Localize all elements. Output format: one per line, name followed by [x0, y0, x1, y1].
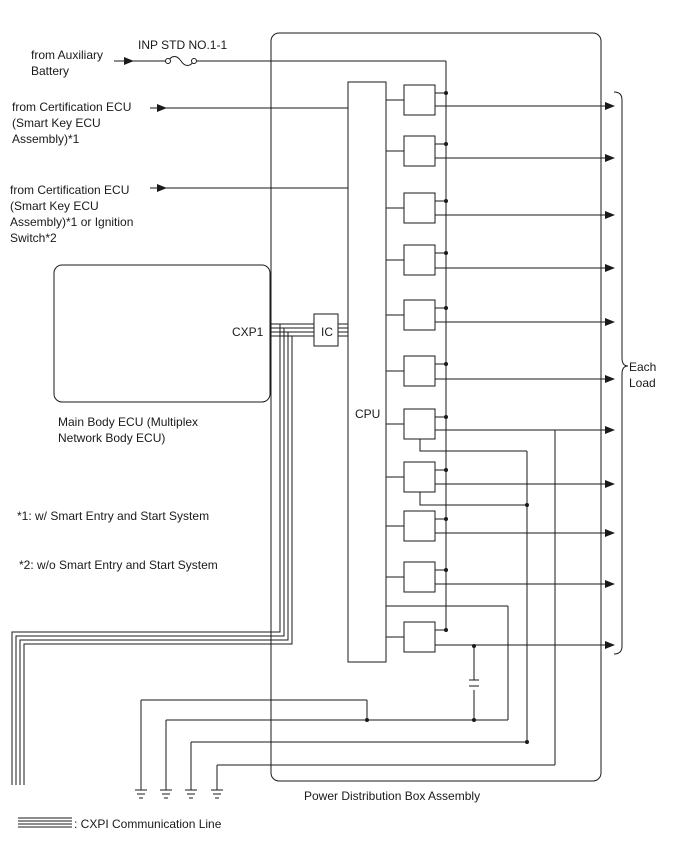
switch-element [386, 135, 446, 167]
switch-element [386, 192, 446, 224]
switch-element [386, 621, 446, 653]
cpu-label: CPU [355, 407, 381, 421]
junction-dot [525, 503, 529, 507]
junction-dot [525, 740, 529, 744]
ground-icon [160, 789, 172, 799]
ground-icon [135, 789, 147, 799]
footnote-1: *1: w/ Smart Entry and Start System [17, 509, 210, 523]
sense-line [419, 439, 527, 452]
sense-line [419, 492, 527, 506]
load-brace [613, 91, 629, 655]
fuse-symbol [167, 56, 195, 66]
junction-dot [444, 415, 448, 419]
ground-icon [185, 789, 197, 799]
junction-dot [444, 362, 448, 366]
cxp1-connector-label: CXP1 [232, 325, 264, 339]
junction-dot [444, 199, 448, 203]
switch-element [386, 408, 446, 440]
switch-element [386, 510, 446, 542]
junction-dot [472, 644, 476, 648]
junction-dot [444, 468, 448, 472]
ground-icon [211, 789, 223, 799]
cert-ecu-label-2: from Certification ECU (Smart Key ECU As… [10, 183, 134, 245]
switch-element [386, 355, 446, 387]
junction-dot [444, 306, 448, 310]
main-body-ecu-label: Main Body ECU (Multiplex Network Body EC… [58, 415, 199, 445]
junction-dot [444, 517, 448, 521]
ic-label: IC [321, 325, 333, 339]
power-distribution-box [270, 32, 602, 782]
ic-block [313, 313, 339, 347]
switch-element [386, 461, 446, 493]
switch-element [386, 84, 446, 116]
junction-dot [444, 142, 448, 146]
cert-ecu-label-1: from Certification ECU (Smart Key ECU As… [12, 100, 132, 146]
junction-dot [444, 251, 448, 255]
junction-dot [472, 718, 476, 722]
switch-element [386, 244, 446, 276]
each-load-label: Each Load [629, 360, 657, 390]
junction-dot [444, 91, 448, 95]
footnote-2: *2: w/o Smart Entry and Start System [19, 558, 218, 572]
junction-dot [444, 628, 448, 632]
switch-element [386, 561, 446, 593]
cpu-block [347, 81, 387, 663]
main-body-ecu-box [53, 264, 271, 403]
junction-dot [365, 718, 369, 722]
fuse-label: INP STD NO.1-1 [138, 38, 228, 52]
switch-element [386, 299, 446, 331]
junction-dot [444, 568, 448, 572]
aux-battery-label: from Auxiliary Battery [31, 48, 104, 78]
power-distribution-box-label: Power Distribution Box Assembly [304, 789, 481, 803]
cxpi-legend-label: : CXPI Communication Line [74, 817, 222, 831]
